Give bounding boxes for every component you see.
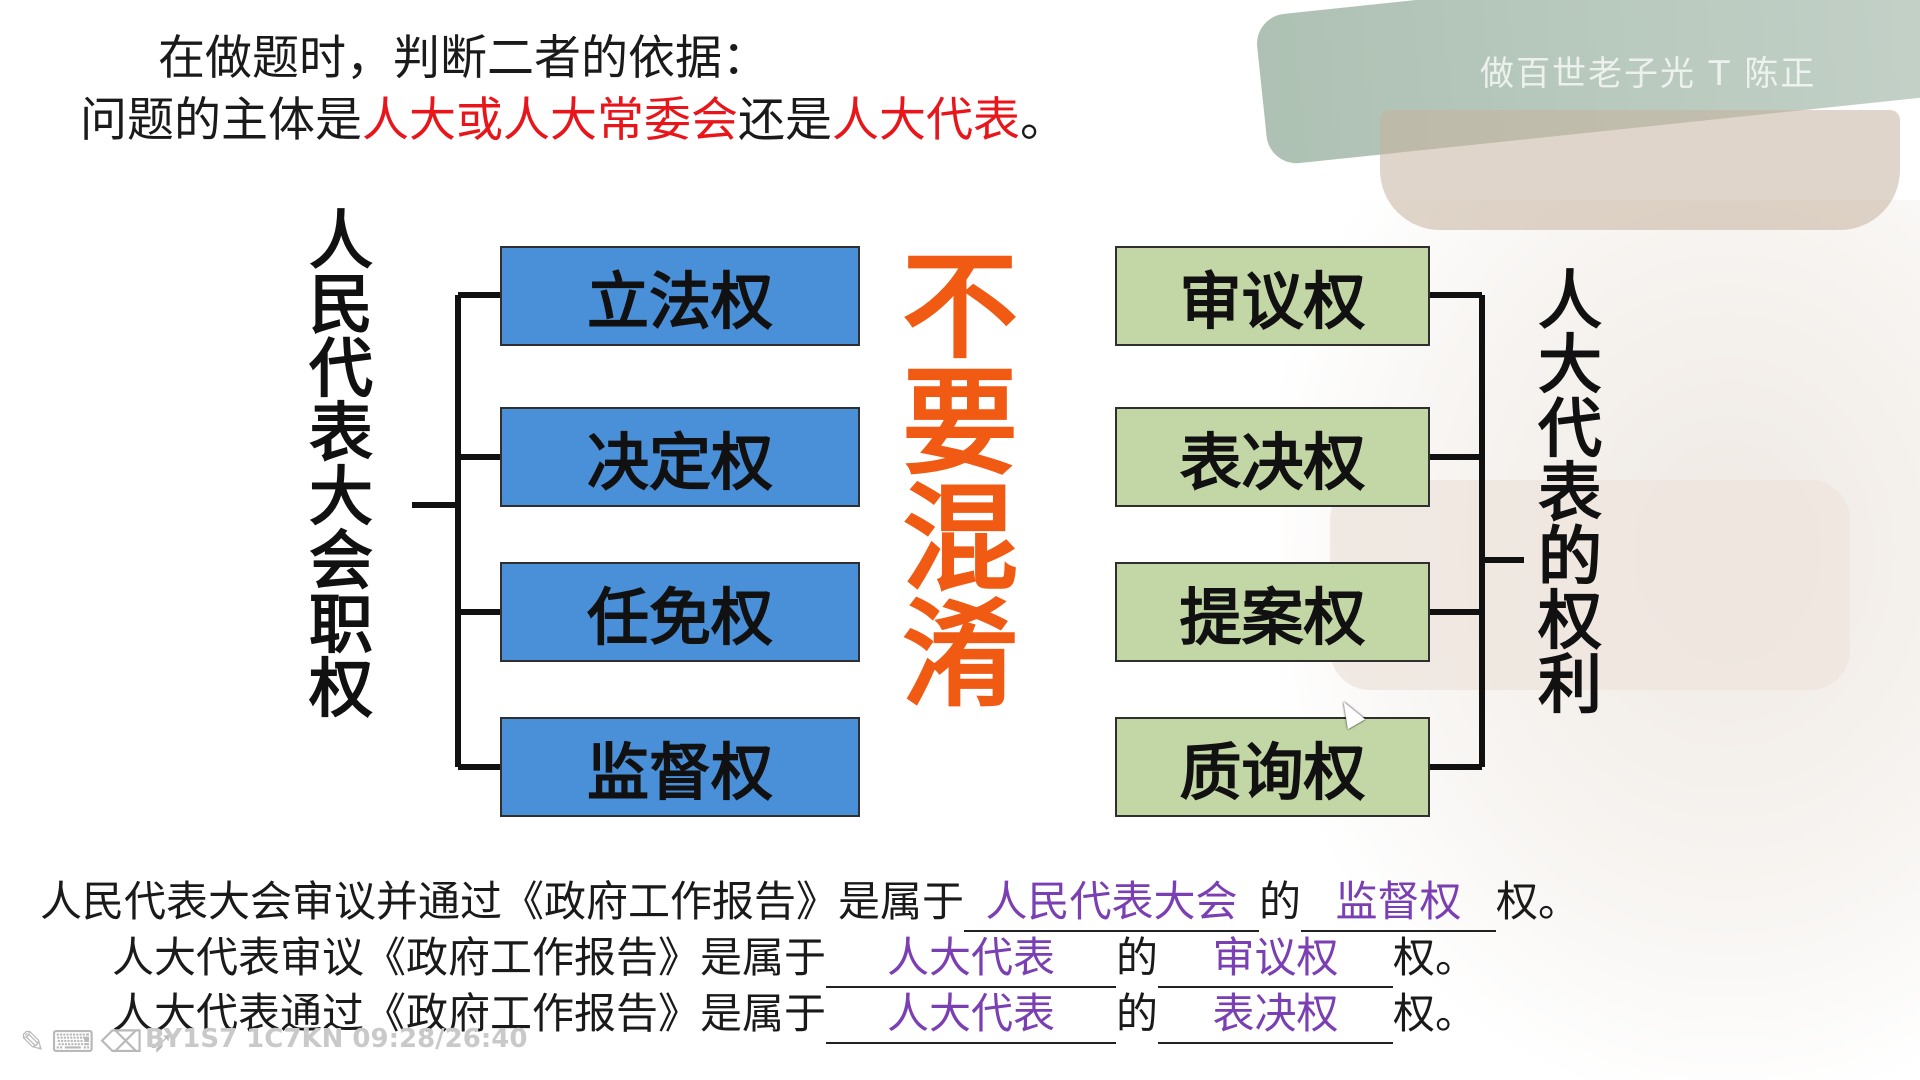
answer-power-1: 监督权 — [1301, 874, 1497, 932]
intro-line-2: 问题的主体是人大或人大常委会还是人大代表。 — [80, 93, 1067, 148]
intro-text: 在做题时，判断二者的依据： 问题的主体是人大或人大常委会还是人大代表。 — [80, 28, 1067, 152]
fill-sentence-1: 人民代表大会审议并通过《政府工作报告》是属于人民代表大会的监督权权。 — [40, 874, 1580, 932]
pointer-icon[interactable]: ➶ — [148, 1025, 181, 1060]
keyboard-icon[interactable]: ⌨ — [51, 1025, 101, 1060]
intro-line-1: 在做题时，判断二者的依据： — [158, 31, 769, 86]
player-toolbar: ✎⌨⌫➶ — [20, 1025, 180, 1060]
answer-power-3: 表决权 — [1158, 986, 1394, 1044]
watermark: 做百世老子光 T 陈正 — [1480, 54, 1817, 94]
deliberation-right-box: 审议权 — [1115, 246, 1430, 346]
highlight-nrc: 人大或人大常委会 — [362, 93, 738, 148]
answer-subject-1: 人民代表大会 — [964, 874, 1260, 932]
legislative-power-box: 立法权 — [500, 246, 860, 346]
inquiry-right-box: 质询权 — [1115, 717, 1430, 817]
appointment-power-box: 任免权 — [500, 562, 860, 662]
answer-subject-2: 人大代表 — [826, 930, 1117, 988]
do-not-confuse-warning: 不要混淆 — [902, 240, 1018, 723]
deputy-rights-title: 人大代表的权利 — [1538, 265, 1602, 723]
decision-power-box: 决定权 — [500, 407, 860, 507]
supervision-power-box: 监督权 — [500, 717, 860, 817]
answer-subject-3: 人大代表 — [826, 986, 1117, 1044]
video-timestamp: BY1S7 1C7KN 09:28/26:40 — [145, 1024, 528, 1054]
eraser-icon[interactable]: ⌫ — [100, 1025, 149, 1060]
answer-power-2: 审议权 — [1158, 930, 1394, 988]
highlight-deputy: 人大代表 — [832, 93, 1020, 148]
pen-icon[interactable]: ✎ — [20, 1025, 52, 1060]
proposal-right-box: 提案权 — [1115, 562, 1430, 662]
npc-powers-title: 人民代表大会职权 — [309, 205, 373, 727]
voting-right-box: 表决权 — [1115, 407, 1430, 507]
fill-sentence-2: 人大代表审议《政府工作报告》是属于人大代表的审议权权。 — [112, 930, 1477, 988]
fill-sentence-3: 人大代表通过《政府工作报告》是属于人大代表的表决权权。 — [112, 986, 1477, 1044]
